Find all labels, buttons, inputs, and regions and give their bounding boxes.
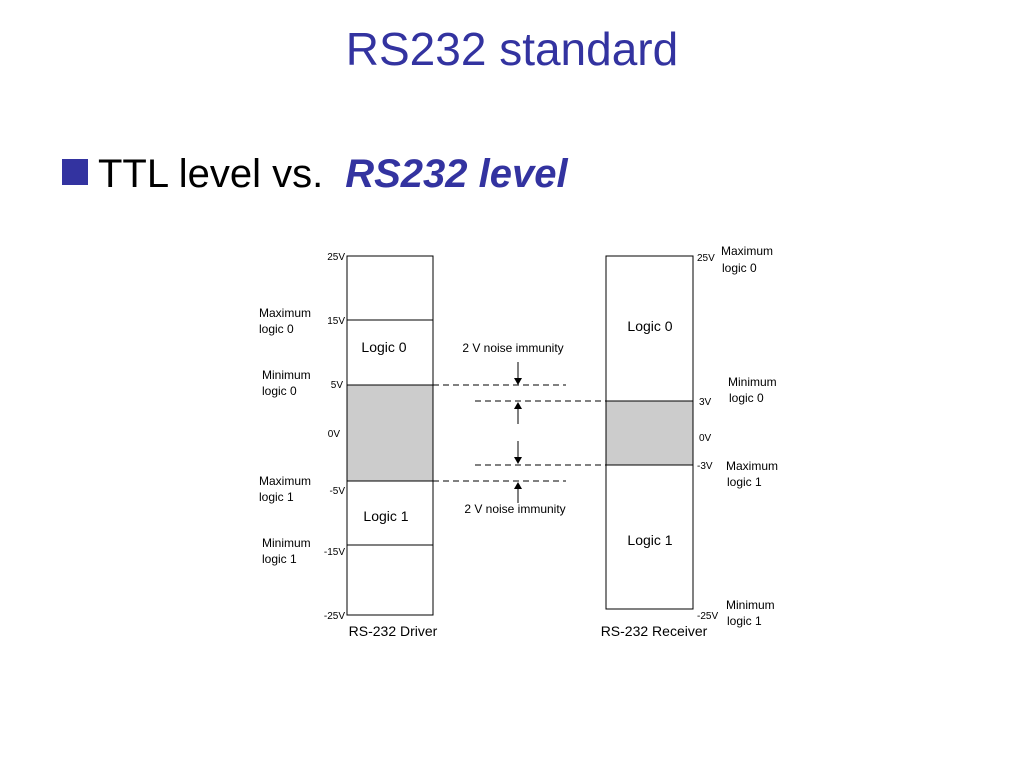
receiver-tick-25v: 25V xyxy=(697,253,715,264)
noise-arrows xyxy=(514,362,522,503)
driver-tick-5v: 5V xyxy=(331,380,344,391)
receiver-min-logic1-line2: logic 1 xyxy=(727,614,762,628)
driver-min-logic0-line2: logic 0 xyxy=(262,384,297,398)
driver-tick-m5v: -5V xyxy=(329,486,345,497)
receiver-min-logic1-line1: Minimum xyxy=(726,598,775,612)
receiver-max-logic1-line1: Maximum xyxy=(726,459,778,473)
arrow-bottom-down-head xyxy=(514,457,522,464)
bullet-emphasis: RS232 level xyxy=(345,152,568,196)
bullet-item: TTL level vs. RS232 level xyxy=(62,152,568,197)
driver-tick-25v: 25V xyxy=(327,252,345,263)
arrow-top-up-head xyxy=(514,402,522,409)
bullet-square-icon xyxy=(62,159,88,185)
noise-immunity-top-label: 2 V noise immunity xyxy=(462,341,563,355)
receiver-tick-m3v: -3V xyxy=(697,461,713,472)
driver-max-logic0-line1: Maximum xyxy=(259,306,311,320)
driver-min-logic0-line1: Minimum xyxy=(262,368,311,382)
receiver-tick-m25v: -25V xyxy=(697,611,718,622)
receiver-logic0-label: Logic 0 xyxy=(627,318,672,334)
receiver-caption: RS-232 Receiver xyxy=(601,623,708,639)
driver-caption: RS-232 Driver xyxy=(349,623,438,639)
bullet-text: TTL level vs. xyxy=(98,152,324,196)
driver-tick-m25v: -25V xyxy=(324,611,345,622)
noise-immunity-bottom-label: 2 V noise immunity xyxy=(464,502,565,516)
arrow-top-down-head xyxy=(514,378,522,385)
driver-logic1-label: Logic 1 xyxy=(363,508,408,524)
arrow-bottom-up-head xyxy=(514,482,522,489)
receiver-undefined-region xyxy=(606,401,693,465)
receiver-bar xyxy=(605,255,694,610)
driver-logic0-label: Logic 0 xyxy=(361,339,406,355)
threshold-connectors xyxy=(433,384,606,482)
driver-min-logic1-line2: logic 1 xyxy=(262,552,297,566)
receiver-max-logic1-line2: logic 1 xyxy=(727,475,762,489)
receiver-logic1-label: Logic 1 xyxy=(627,532,672,548)
receiver-min-logic0-line2: logic 0 xyxy=(729,391,764,405)
receiver-column: 25V 3V 0V -3V -25V Logic 0 Logic 1 Maxim… xyxy=(601,244,778,639)
driver-min-logic1-line1: Minimum xyxy=(262,536,311,550)
driver-tick-m15v: -15V xyxy=(324,547,345,558)
driver-bar xyxy=(346,255,434,616)
driver-tick-15v: 15V xyxy=(327,316,345,327)
driver-max-logic0-line2: logic 0 xyxy=(259,322,294,336)
driver-column: 25V 15V 5V 0V -5V -15V -25V Logic 0 Logi… xyxy=(259,252,438,639)
driver-undefined-region xyxy=(347,385,433,481)
driver-max-logic1-line2: logic 1 xyxy=(259,490,294,504)
slide-title: RS232 standard xyxy=(345,23,679,75)
receiver-tick-0v: 0V xyxy=(699,433,712,444)
driver-tick-0v: 0V xyxy=(328,429,341,440)
receiver-min-logic0-line1: Minimum xyxy=(728,375,777,389)
receiver-tick-3v: 3V xyxy=(699,397,712,408)
receiver-max-logic0-line2: logic 0 xyxy=(722,261,757,275)
receiver-max-logic0-line1: Maximum xyxy=(721,244,773,258)
driver-max-logic1-line1: Maximum xyxy=(259,474,311,488)
